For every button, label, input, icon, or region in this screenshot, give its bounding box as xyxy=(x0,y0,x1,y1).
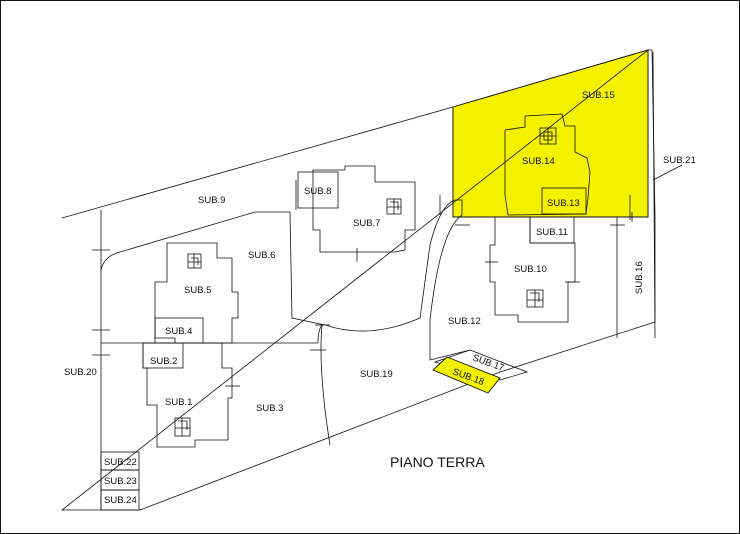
label-sub23: SUB.23 xyxy=(104,476,137,487)
label-sub11: SUB.11 xyxy=(536,227,568,238)
sub11-box xyxy=(529,216,575,244)
label-sub19: SUB.19 xyxy=(360,369,393,380)
label-sub15: SUB.15 xyxy=(582,90,615,101)
label-sub21: SUB.21 xyxy=(663,155,696,166)
sub2-box xyxy=(142,342,184,369)
sub19-divider xyxy=(317,323,331,446)
label-sub3: SUB.3 xyxy=(256,403,283,414)
sub13-box xyxy=(541,187,587,215)
sub21-leader xyxy=(652,164,683,181)
label-sub22: SUB.22 xyxy=(104,457,137,468)
label-sub2: SUB.2 xyxy=(150,356,177,367)
label-sub12: SUB.12 xyxy=(448,316,481,327)
stair-icon-1 xyxy=(174,417,191,437)
plan-title: PIANO TERRA xyxy=(390,454,485,470)
sub5-building xyxy=(154,242,239,344)
label-sub9: SUB.9 xyxy=(198,195,225,206)
label-sub16: SUB.16 xyxy=(634,261,645,294)
label-sub1: SUB.1 xyxy=(165,397,192,408)
stair-icon-5 xyxy=(187,253,202,269)
label-sub13: SUB.13 xyxy=(547,198,580,209)
label-sub10: SUB.10 xyxy=(514,264,547,275)
label-sub5: SUB.5 xyxy=(184,285,211,296)
label-sub7: SUB.7 xyxy=(353,218,380,229)
site-outline xyxy=(60,49,656,511)
label-sub8: SUB.8 xyxy=(304,186,331,197)
sub14-building xyxy=(504,113,591,216)
label-sub4: SUB.4 xyxy=(165,326,192,337)
label-sub6: SUB.6 xyxy=(248,250,275,261)
sub21-edge xyxy=(652,51,656,339)
sub24-box xyxy=(100,489,140,511)
sub7-building xyxy=(312,165,416,253)
label-sub14: SUB.14 xyxy=(522,156,555,167)
sub15-area xyxy=(452,49,649,218)
stair-icon-detail xyxy=(540,128,556,144)
sub18-highlight xyxy=(432,356,501,394)
sub8-box xyxy=(297,171,339,209)
label-sub20: SUB.20 xyxy=(64,367,97,378)
sub6-boundary xyxy=(100,199,471,361)
label-sub24: SUB.24 xyxy=(104,495,137,506)
